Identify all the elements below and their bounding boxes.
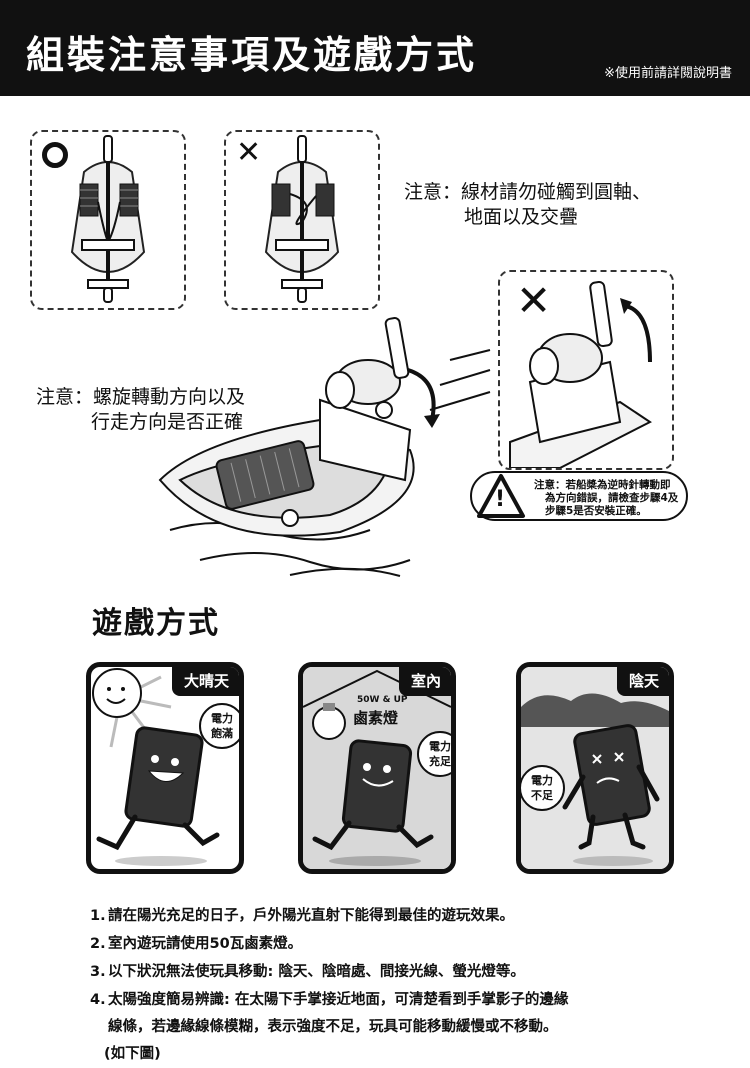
warning-exclamation: !: [495, 487, 506, 512]
motor-assembly-wrong-illustration: [264, 135, 340, 303]
read-manual-note: ※使用前請詳閱說明書: [604, 66, 732, 81]
reverse-rotation-warning: ! 注意：若船槳為逆時針轉動即 為方向錯誤，請檢查步驟4及 步驟5是否安裝正確。: [470, 471, 688, 521]
wrong-assembly-panel: ✕: [224, 130, 380, 310]
tip-item-continuation: (如下圖): [104, 1046, 161, 1062]
correct-mark-icon: [42, 142, 68, 168]
wrong-mark-icon: ✕: [236, 135, 262, 170]
motor-assembly-correct-illustration: [70, 135, 146, 303]
wire-caution-text: 注意：線材請勿碰觸到圓軸、 地面以及交疊: [404, 181, 652, 228]
lamp-power-label: 50W & UP: [357, 695, 408, 705]
power-sufficient-bubble: 電力 充足: [417, 731, 451, 777]
tip-item: 1.請在陽光充足的日子，戶外陽光直射下能得到最佳的遊玩效果。: [90, 908, 514, 924]
power-full-bubble: 電力 飽滿: [199, 703, 239, 749]
power-low-bubble: 電力 不足: [521, 765, 565, 811]
correct-assembly-panel: [30, 130, 186, 310]
sunny-day-tag: 大晴天: [171, 667, 239, 696]
cloudy-day-card: 陰天 電力 不足: [516, 662, 674, 874]
happy-sun-solar-panel-illustration: [92, 668, 220, 866]
warning-triangle-icon: [477, 474, 525, 518]
tip-item: 2.室內遊玩請使用50瓦鹵素燈。: [90, 936, 303, 952]
propeller-closeup-illustration: [509, 280, 652, 468]
wrong-rotation-panel: ✕: [498, 270, 674, 470]
tip-item: 4.太陽強度簡易辨識: 在太陽下手掌接近地面，可清楚看到手掌影子的邊緣: [90, 992, 569, 1008]
direction-caution-text: 注意：螺旋轉動方向以及 行走方向是否正確: [36, 386, 246, 433]
wrong-rotation-mark-icon: ✕: [516, 276, 552, 325]
sunny-day-card: 大晴天 電力 飽滿: [86, 662, 244, 874]
play-section-title: 遊戲方式: [92, 606, 220, 641]
page-title: 組裝注意事項及遊戲方式: [26, 33, 478, 77]
lamp-name-label: 鹵素燈: [353, 709, 399, 727]
header-bar: 組裝注意事項及遊戲方式 ※使用前請詳閱說明書: [0, 0, 750, 96]
solar-boat-illustration: [158, 317, 491, 577]
tip-item-continuation: 線條，若邊緣線條模糊，表示強度不足，玩具可能移動緩慢或不移動。: [108, 1019, 558, 1035]
indoor-tag: 室內: [398, 667, 451, 696]
tip-item: 3.以下狀況無法使玩具移動: 陰天、陰暗處、間接光線、螢光燈等。: [90, 964, 525, 980]
warning-text: 注意：若船槳為逆時針轉動即 為方向錯誤，請檢查步驟4及 步驟5是否安裝正確。: [534, 479, 679, 517]
tired-cloud-solar-panel-illustration: [521, 667, 669, 869]
indoor-card: 室內 50W & UP 鹵素燈 電力 充足: [298, 662, 456, 874]
cloudy-day-tag: 陰天: [616, 667, 669, 696]
